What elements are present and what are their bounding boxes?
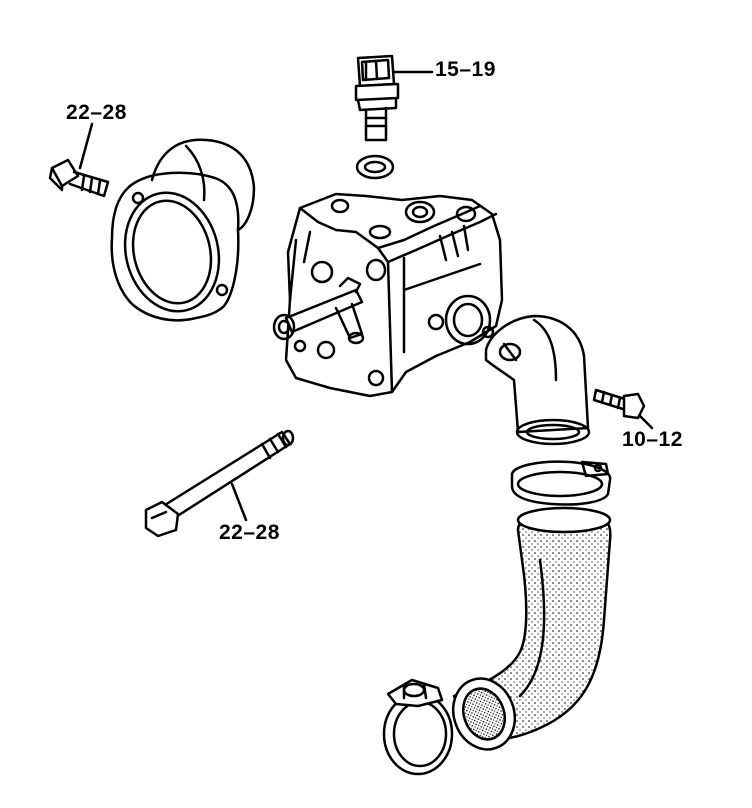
lower-hose-clamp [382, 678, 454, 776]
long-bolt [144, 429, 295, 538]
elbow-bolt-torque-label: 10–12 [622, 428, 683, 451]
sealing-washer [355, 154, 395, 180]
thermostat-housing-cover [110, 138, 256, 322]
long-bolt-torque-label: 22–28 [219, 521, 280, 544]
elbow-bolt [592, 388, 646, 420]
long-bolt-leader-line [230, 482, 248, 522]
housing-bolt [48, 158, 110, 198]
housing-bolt-torque-label: 22–28 [66, 101, 127, 124]
sensor-torque-label: 15–19 [435, 58, 496, 81]
temperature-sensor [354, 54, 400, 142]
upper-hose-clamp [510, 460, 612, 506]
bypass-pipe [272, 276, 365, 345]
outlet-elbow [484, 314, 591, 446]
housing-bolt-leader-line [78, 122, 94, 170]
elbow-bolt-leader-line [638, 414, 654, 430]
water-pump-body [284, 192, 504, 398]
coolant-hose [451, 506, 612, 751]
